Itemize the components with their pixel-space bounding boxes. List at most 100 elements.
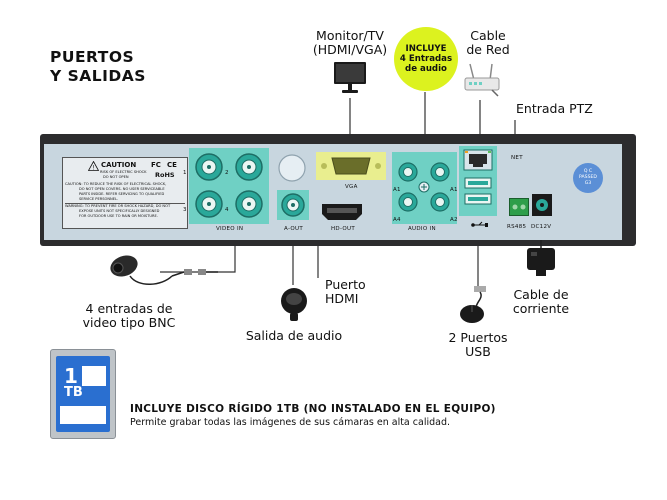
caution-line: WARNING: TO PREVENT FIRE OR SHOCK HAZARD… (65, 203, 185, 209)
fc-logo: FC (151, 161, 161, 169)
hdd-description: Permite grabar todas las imágenes de sus… (130, 417, 450, 428)
audio-inputs-badge: INCLUYE 4 Entradas de audio (394, 27, 458, 91)
qc-line2: PASSED (579, 175, 597, 180)
hdd-label-sticker: 1 TB (56, 356, 110, 432)
qc-line3: G3 (584, 181, 592, 186)
badge-line1: INCLUYE (405, 44, 447, 54)
dc-power-jack[interactable] (531, 193, 553, 217)
net-usb-ports (463, 149, 493, 205)
callout-power: Cable de corriente (506, 288, 576, 316)
callout-usb: 2 Puertos USB (440, 331, 516, 359)
rs485-label: RS485 (507, 224, 527, 230)
svg-text:!: ! (92, 165, 94, 172)
callout-ptz: Entrada PTZ (516, 101, 593, 116)
page-title-line1: PUERTOS (50, 48, 135, 66)
callout-monitor-line1: Monitor/TV (316, 28, 384, 43)
callout-monitor: Monitor/TV (HDMI/VGA) (296, 29, 404, 57)
bnc-port[interactable] (235, 190, 263, 218)
caution-line: EXPOSE UNITS NOT SPECIFICALLY DESIGNED (79, 209, 160, 213)
usb-icon (471, 221, 488, 227)
callout-hdmi-line2: HDMI (325, 291, 359, 306)
callout-power-line1: Cable de (513, 287, 569, 302)
usb-mouse-icon (460, 286, 486, 323)
callout-power-line2: corriente (512, 301, 570, 316)
bnc-port[interactable] (195, 190, 223, 218)
page-title: PUERTOS Y SALIDAS (50, 48, 146, 86)
caution-header: CAUTION (101, 161, 137, 169)
caution-lines: CAUTION: TO REDUCE THE RISK OF ELECTRICA… (65, 182, 185, 219)
video-port-number: 1 (183, 170, 187, 176)
usb-port[interactable] (464, 177, 492, 189)
warning-icon: ! (88, 161, 99, 171)
rs485-port[interactable] (509, 198, 529, 216)
hdd-capacity: 1 (64, 364, 78, 388)
callout-usb-line1: 2 Puertos (448, 330, 508, 345)
caution-sub1: RISK OF ELECTRIC SHOCK (100, 170, 147, 174)
caution-label: CAUTION ! RISK OF ELECTRIC SHOCK DO NOT … (62, 157, 188, 229)
caution-line: CAUTION: TO REDUCE THE RISK OF ELECTRICA… (65, 182, 167, 186)
audio-out-label: A-OUT (284, 226, 303, 232)
audio-port-label: A1 (393, 187, 401, 193)
rca-port[interactable] (398, 162, 418, 182)
hdmi-port[interactable] (320, 202, 364, 222)
rca-port[interactable] (398, 192, 418, 212)
bnc-port[interactable] (195, 153, 223, 181)
usb-port[interactable] (464, 193, 492, 205)
rca-port[interactable] (430, 192, 450, 212)
caution-line: FOR OUTDOOR USE TO RAIN OR MOISTURE. (79, 214, 158, 218)
dc12v-label: DC12V (531, 224, 552, 230)
qc-passed-sticker: Q C PASSED G3 (573, 163, 603, 193)
audio-port-label: A2 (450, 217, 458, 223)
audio-port-label: A4 (393, 217, 401, 223)
vga-port[interactable] (316, 152, 386, 180)
callout-network-line2: de Red (466, 42, 510, 57)
callout-audio-out: Salida de audio (245, 328, 343, 343)
callout-hdmi-line1: Puerto (325, 277, 366, 292)
callout-usb-line2: USB (465, 344, 491, 359)
router-icon (464, 63, 500, 97)
hdd-barcode (82, 366, 106, 386)
video-in-label: VIDEO IN (216, 226, 244, 232)
callout-bnc: 4 entradas de video tipo BNC (78, 302, 180, 330)
monitor-icon (334, 62, 366, 93)
badge-line3: de audio (405, 64, 447, 74)
rohs-logo: RoHS (155, 171, 175, 179)
callout-bnc-line2: video tipo BNC (82, 315, 176, 330)
page-title-line2: Y SALIDAS (50, 67, 146, 85)
audio-out-port[interactable] (277, 190, 309, 220)
fan-cap-icon (278, 154, 306, 182)
rca-port[interactable] (430, 162, 450, 182)
hdd-info-panel (60, 406, 106, 424)
caution-sub2: DO NOT OPEN (103, 175, 129, 179)
audio-in-ports (398, 162, 450, 212)
video-port-number: 3 (183, 207, 187, 213)
vga-label: VGA (345, 184, 358, 190)
caution-line: DO NOT OPEN COVERS. NO USER SERVICEABLE (79, 187, 165, 191)
audio-in-label: AUDIO IN (408, 226, 436, 232)
bnc-port[interactable] (235, 153, 263, 181)
callout-bnc-line1: 4 entradas de (85, 301, 173, 316)
power-adapter-icon (527, 240, 555, 276)
callout-network-line1: Cable (470, 28, 506, 43)
ethernet-port[interactable] (463, 149, 493, 171)
callout-monitor-line2: (HDMI/VGA) (312, 42, 388, 57)
qc-line1: Q C (583, 169, 593, 174)
callout-hdmi: Puerto HDMI (325, 278, 366, 306)
net-label: NET (511, 155, 523, 161)
video-port-number: 2 (225, 170, 229, 176)
bnc-camera-cable-icon (110, 255, 218, 285)
hdd-unit: TB (64, 385, 83, 400)
callout-network: Cable de Red (462, 29, 514, 57)
hdd-title: INCLUYE DISCO RÍGIDO 1TB (NO INSTALADO E… (130, 403, 496, 415)
ground-screw-icon (418, 181, 430, 193)
ce-logo: CE (167, 161, 177, 169)
speaker-icon (281, 288, 307, 321)
badge-line2: 4 Entradas (399, 54, 453, 64)
caution-line: PARTS INSIDE. REFER SERVICING TO QUALIFI… (79, 192, 165, 196)
hdmi-out-label: HD-OUT (331, 226, 356, 232)
audio-port-label: A1 (450, 187, 458, 193)
video-port-number: 4 (225, 207, 229, 213)
video-in-ports (195, 153, 263, 218)
hard-drive-image: 1 TB (50, 349, 116, 439)
rs485-screws (512, 204, 526, 210)
